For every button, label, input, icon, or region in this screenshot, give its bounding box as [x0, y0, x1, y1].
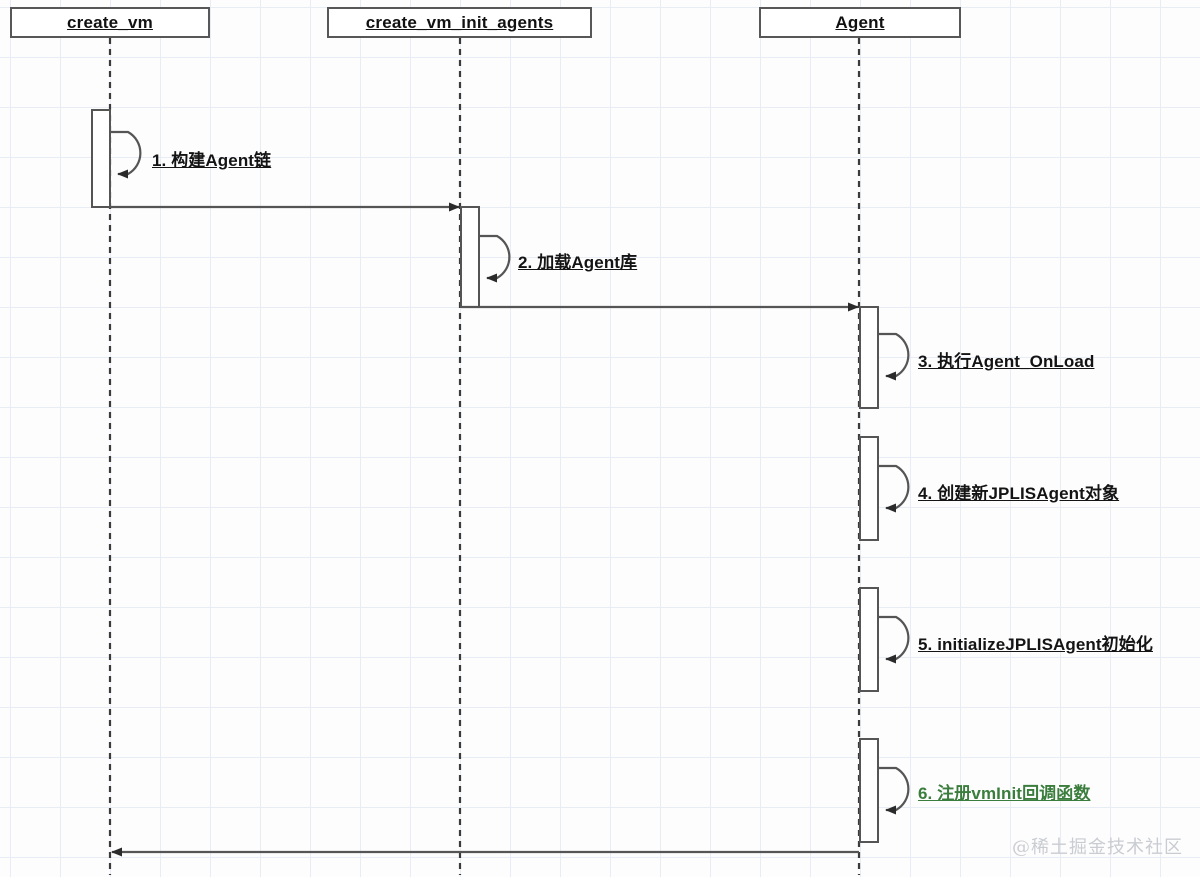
message-label-5: 5. initializeJPLISAgent初始化 — [918, 635, 1153, 654]
participant-box-create-vm-init-agents[interactable]: create_vm_init_agents — [327, 7, 592, 38]
activation-bar — [91, 109, 111, 208]
participant-box-create-vm[interactable]: create_vm — [10, 7, 210, 38]
message-label-4: 4. 创建新JPLISAgent对象 — [918, 484, 1120, 503]
message-label-1: 1. 构建Agent链 — [152, 151, 272, 170]
self-call-arrow-4 — [878, 464, 910, 513]
participant-box-agent[interactable]: Agent — [759, 7, 961, 38]
activation-bar — [859, 306, 879, 409]
participant-label: create_vm — [67, 12, 153, 32]
self-call-arrow-5 — [878, 615, 910, 664]
self-call-arrow-1 — [110, 130, 142, 179]
participant-label: Agent — [835, 12, 885, 32]
self-call-arrows — [110, 130, 910, 815]
self-call-arrow-2 — [479, 234, 511, 283]
message-label-6: 6. 注册vmInit回调函数 — [918, 784, 1091, 803]
activation-bars — [91, 109, 879, 843]
message-label-3: 3. 执行Agent_OnLoad — [918, 352, 1095, 371]
participant-label: create_vm_init_agents — [365, 12, 554, 32]
message-arrows — [110, 202, 859, 857]
activation-bar — [859, 738, 879, 843]
activation-bar — [859, 436, 879, 541]
watermark: @稀土掘金技术社区 — [1012, 837, 1183, 858]
message-label-2: 2. 加载Agent库 — [518, 253, 638, 272]
activation-bar — [859, 587, 879, 692]
self-call-arrow-6 — [878, 766, 910, 815]
activation-bar — [460, 206, 480, 308]
self-call-arrow-3 — [878, 332, 910, 381]
